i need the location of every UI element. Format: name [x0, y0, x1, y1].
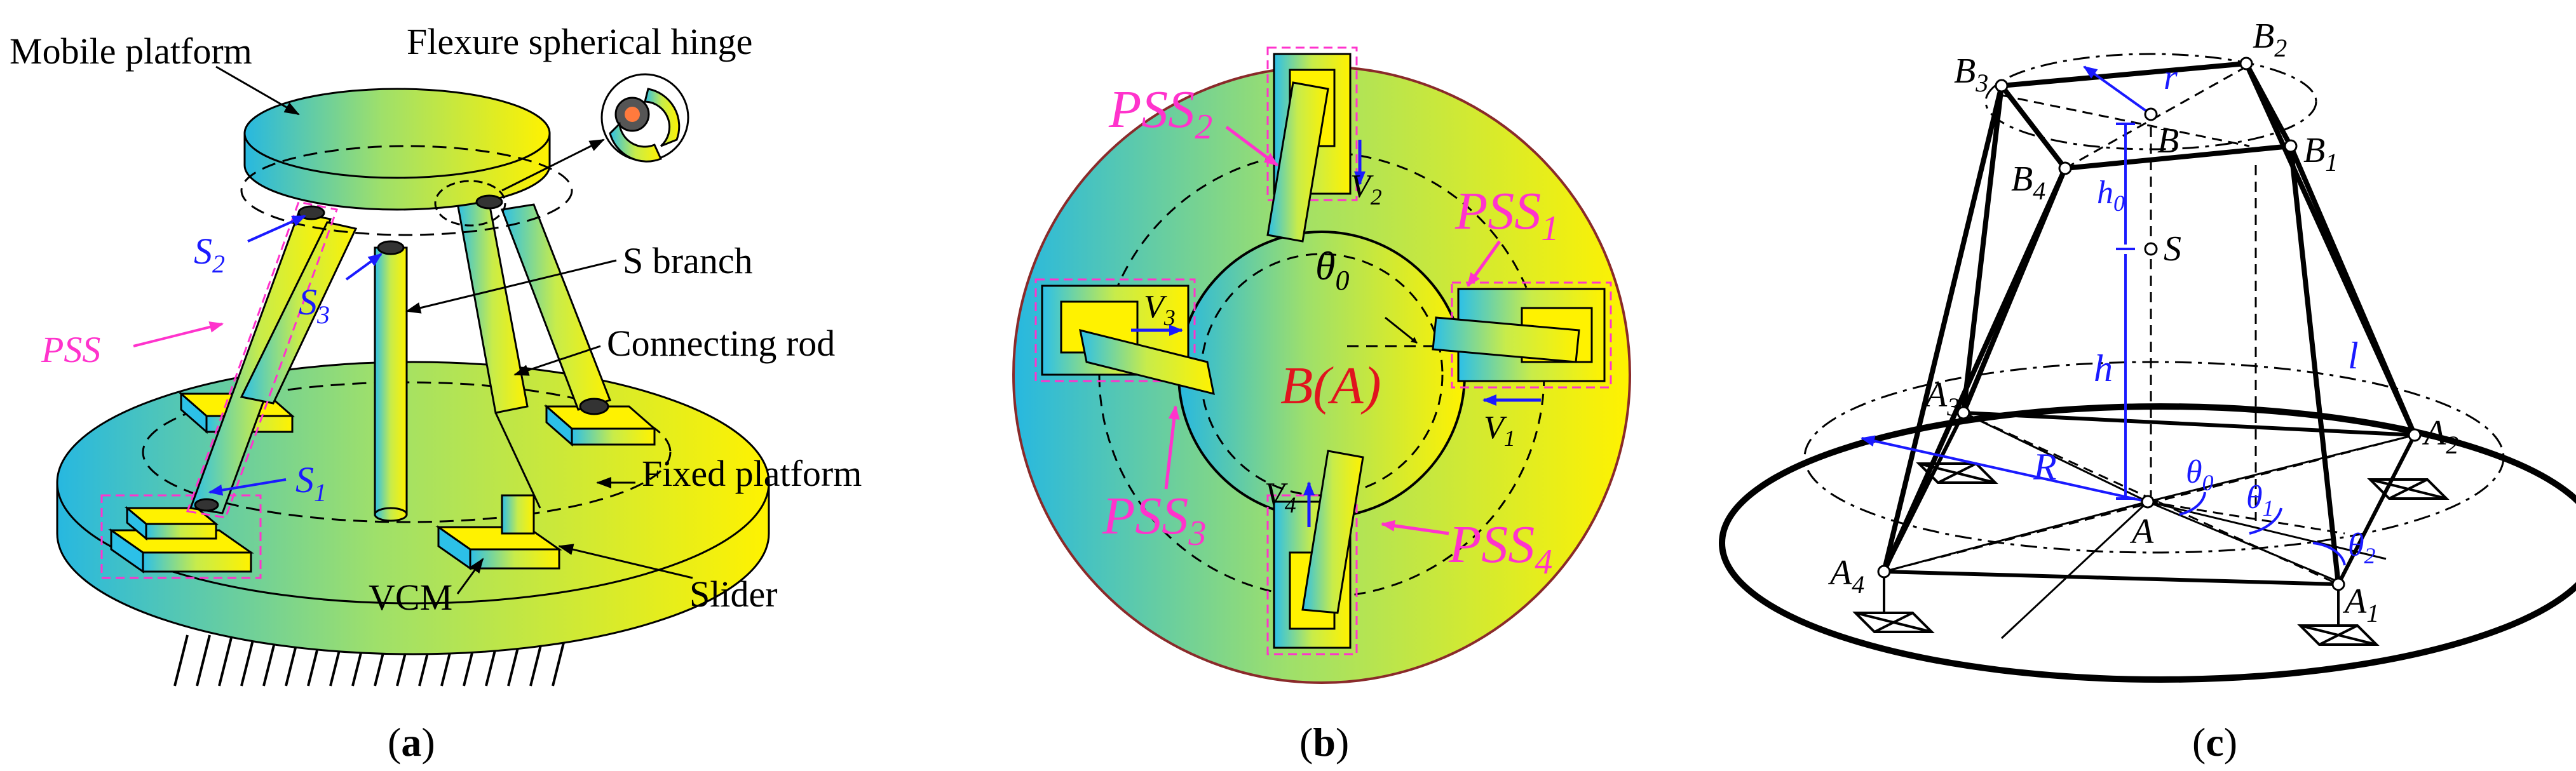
label-b4: B4: [2011, 159, 2045, 205]
label-b: B: [2157, 121, 2179, 161]
label-a3: A3: [1923, 375, 1960, 421]
label-v1: V1: [1484, 410, 1515, 451]
label-s2: S2: [194, 231, 225, 278]
hinge-inset-icon: [600, 73, 689, 163]
label-connecting-rod: Connecting rod: [607, 323, 835, 364]
label-a2: A2: [2422, 413, 2458, 459]
base-slider-icons: [1852, 462, 2450, 646]
caption-c: (c): [2192, 720, 2237, 765]
label-pss3: PSS3: [1102, 486, 1206, 553]
label-h0: h0: [2097, 175, 2125, 216]
label-s-branch: S branch: [623, 240, 753, 281]
label-theta2-c: θ2: [2348, 527, 2376, 568]
base-pitch-circle: [1803, 361, 2505, 554]
base-circle: [1719, 403, 2576, 683]
label-theta0-c: θ0: [2186, 454, 2214, 495]
label-b2: B2: [2253, 17, 2287, 62]
slider-bottom: [1266, 450, 1364, 655]
panel-b: B(A) θ0 PSS2 PSS1 PSS3 PSS4 V2 V3 V1 V4 …: [1012, 46, 1631, 765]
label-pss: PSS: [41, 329, 100, 370]
label-s1: S1: [295, 459, 327, 507]
slider-right: [1432, 281, 1612, 389]
label-pss2: PSS2: [1108, 80, 1212, 147]
label-mobile-platform: Mobile platform: [10, 30, 252, 72]
label-slider: Slider: [689, 573, 778, 615]
label-s-c: S: [2164, 229, 2181, 269]
label-flexure-hinge: Flexure spherical hinge: [407, 21, 752, 62]
label-r: r: [2164, 58, 2178, 97]
hinges: [194, 194, 609, 512]
dimension-lines: [1861, 65, 2346, 566]
blue-arrows-a: [208, 215, 383, 496]
label-h: h: [2094, 347, 2113, 389]
pss-box-slider: [100, 494, 262, 579]
label-v4: V4: [1264, 476, 1296, 518]
pss-arrow: [133, 321, 224, 347]
label-s3: S3: [299, 281, 330, 329]
leader-lines-a: [215, 65, 693, 594]
velocity-arrows: [1131, 140, 1541, 527]
label-b1: B1: [2303, 131, 2338, 177]
slider-top: [1266, 46, 1358, 243]
label-a4: A4: [1827, 553, 1864, 599]
label-pss4: PSS4: [1448, 515, 1552, 582]
panel-c-labels: B3 B2 B1 B4 B r h0 S h l R A A3 A2 A4 A1…: [1827, 17, 2458, 765]
label-theta1-c: θ1: [2246, 479, 2274, 521]
legs: [1881, 61, 2417, 585]
label-v3: V3: [1144, 289, 1176, 330]
label-R: R: [2033, 446, 2057, 488]
pss-arrows: [1164, 126, 1502, 535]
caption-a: (a): [388, 720, 435, 765]
joints: [1877, 57, 2422, 591]
label-fixed-platform: Fixed platform: [642, 453, 862, 494]
label-b3: B3: [1954, 51, 1988, 97]
panel-c: [1719, 53, 2576, 683]
panel-a: Mobile platform Flexure spherical hinge …: [10, 21, 862, 765]
label-l: l: [2348, 335, 2359, 377]
pss-box-leg: [186, 201, 339, 519]
label-center-b-a: B(A): [1280, 356, 1381, 415]
label-theta0-b: θ0: [1315, 243, 1349, 296]
label-pss1: PSS1: [1454, 182, 1559, 248]
caption-b: (b): [1299, 720, 1349, 765]
label-a1: A1: [2342, 582, 2379, 627]
label-vcm: VCM: [369, 577, 452, 618]
mobile-platform: [240, 88, 573, 236]
label-v2: V2: [1350, 168, 1382, 210]
label-a-center: A: [2129, 512, 2154, 551]
